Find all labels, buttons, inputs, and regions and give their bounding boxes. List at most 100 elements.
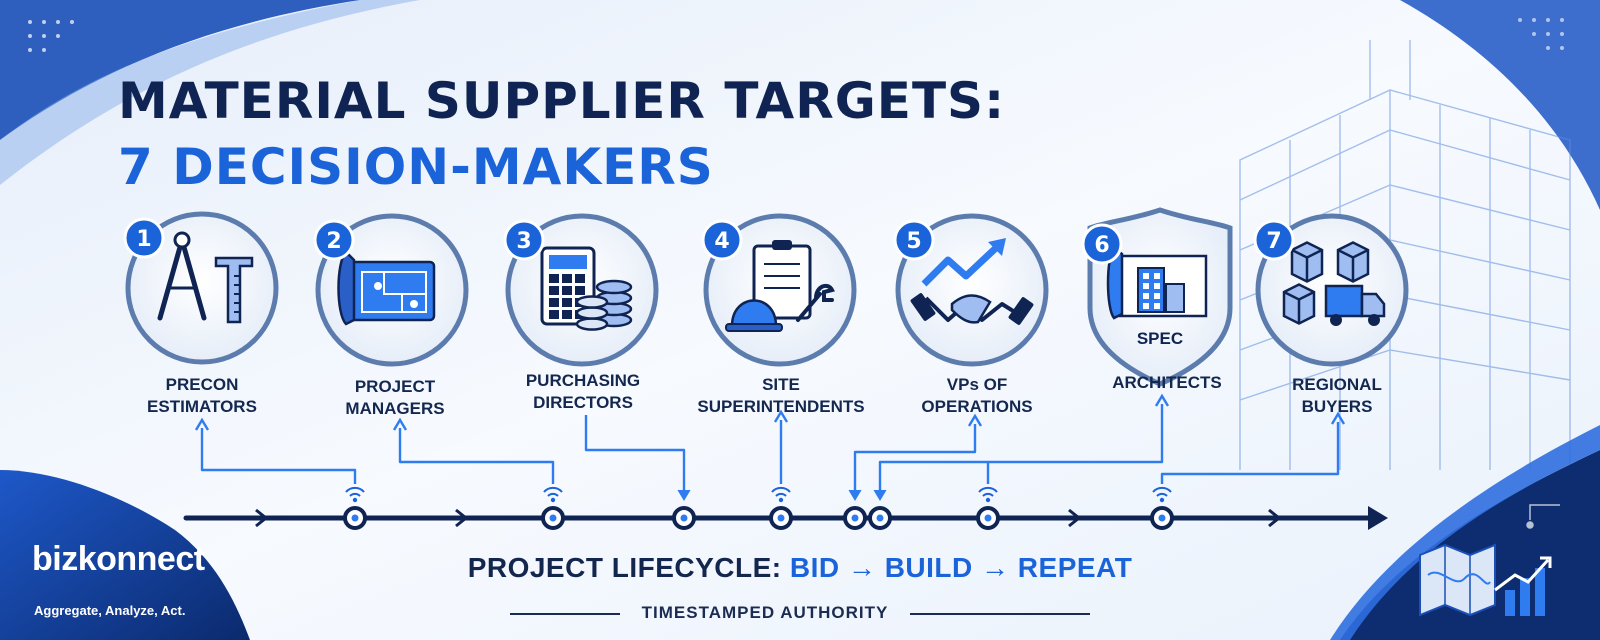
arrowhead-up-icon (773, 409, 789, 423)
calculator-coins-icon (540, 246, 633, 331)
number-badge-text: 5 (906, 229, 921, 254)
role-connectors (194, 393, 1346, 501)
arrowhead-up-icon (1330, 411, 1346, 425)
number-badge (1081, 223, 1123, 265)
lifecycle-arrow: → (981, 552, 1010, 583)
role-label-line: SITE (762, 375, 800, 394)
arrowhead-down-icon (677, 489, 691, 501)
role-label-line: OPERATIONS (921, 397, 1033, 416)
role-label-line: ARCHITECTS (1112, 373, 1222, 392)
lifecycle-arrow: → (847, 552, 877, 583)
divider (509, 612, 620, 615)
number-badge (123, 217, 165, 259)
role-label-line: BUYERS (1301, 397, 1373, 416)
role-label-line: MANAGERS (345, 399, 445, 418)
timeline-node-core (876, 514, 884, 522)
role-label-line: VPs OF (946, 375, 1008, 394)
number-badge-text: 7 (1266, 229, 1281, 254)
connector-line (853, 424, 977, 498)
chevron-right-icon (455, 508, 469, 528)
number-badge-text: 1 (136, 227, 151, 252)
role-node: 2 (313, 213, 469, 367)
title-line-2: 7 DECISION-MAKERS (118, 138, 714, 196)
boxes-truck-icon (1282, 241, 1386, 326)
chevron-right-icon (1068, 508, 1082, 528)
stamp-text: TIMESTAMPED AUTHORITY (641, 603, 889, 622)
timeline-node-core (1158, 514, 1166, 522)
role-node: 3 (503, 213, 659, 367)
timeline-node-core (777, 514, 785, 522)
arrowhead-up-icon (194, 417, 210, 431)
role-label-precon-estimators: PRECON ESTIMATORS (97, 374, 307, 418)
lifecycle-stage-bid: BID (789, 552, 840, 583)
arrowhead-up-icon (1154, 393, 1170, 407)
connector-line (398, 428, 555, 484)
role-label-line: ESTIMATORS (147, 397, 257, 416)
role-label-line: PURCHASING (525, 371, 641, 390)
signal-icon (771, 486, 791, 503)
timeline-node-core (984, 514, 992, 522)
connector-line (200, 428, 357, 484)
timestamped-authority-caption: TIMESTAMPED AUTHORITY (0, 603, 1600, 623)
number-badge-text: 2 (326, 229, 341, 254)
chevron-right-icon (1268, 508, 1282, 528)
signal-icon (978, 486, 998, 503)
role-label-line: REGIONAL (1292, 375, 1382, 394)
lifecycle-stage-build: BUILD (884, 552, 973, 583)
compass-ruler-icon (157, 231, 254, 324)
chevron-right-icon (255, 508, 269, 528)
number-badge-text: 4 (714, 229, 729, 254)
role-label-architects: ARCHITECTS (1062, 372, 1272, 394)
number-badge (503, 219, 545, 261)
project-lifecycle-timeline (183, 486, 1388, 530)
handshake-growth-icon (910, 238, 1034, 325)
decorative-circuit-lines (1526, 504, 1560, 529)
brand-tagline: Aggregate, Analyze, Act. (34, 603, 186, 618)
timeline-node-core (351, 514, 359, 522)
divider (910, 612, 1091, 615)
connector-line (584, 415, 686, 498)
role-circle (125, 211, 279, 365)
number-badge (701, 219, 743, 261)
brand-panel (0, 470, 250, 640)
top-right-swoosh (1400, 0, 1600, 210)
number-badge (313, 219, 355, 261)
building-wireframe-illustration (1239, 40, 1571, 470)
timeline-node-core (549, 514, 557, 522)
role-label-line: DIRECTORS (533, 393, 633, 412)
lifecycle-stage-repeat: REPEAT (1017, 552, 1133, 583)
timeline-arrowhead (1368, 506, 1388, 530)
role-label-project-managers: PROJECT MANAGERS (290, 376, 500, 420)
signal-icon (1152, 486, 1172, 503)
arrowhead-down-icon (848, 489, 862, 501)
role-label-vps-of-operations: VPs OF OPERATIONS (872, 374, 1082, 418)
arrowhead-up-icon (967, 413, 983, 427)
number-badge-text: 3 (516, 229, 531, 254)
brand-logo: bizkonnect (32, 540, 205, 578)
timeline-node-core (851, 514, 859, 522)
role-node: 5 (893, 213, 1049, 367)
role-node: 4 (701, 213, 857, 367)
signal-icon (345, 486, 365, 503)
top-left-swoosh (0, 0, 420, 185)
role-label-line: SUPERINTENDENTS (697, 397, 865, 416)
spec-shield-icon: SPEC (1106, 246, 1208, 348)
lifecycle-caption: PROJECT LIFECYCLE: BID → BUILD → REPEAT (0, 552, 1600, 584)
spec-label: SPEC (1137, 329, 1183, 348)
hardhat-clipboard-icon (725, 240, 835, 332)
arrowhead-up-icon (392, 417, 408, 431)
timeline-node-core (680, 514, 688, 522)
role-node: 1 (123, 211, 279, 365)
role-label-line: PROJECT (354, 377, 436, 396)
role-label-regional-buyers: REGIONAL BUYERS (1232, 374, 1442, 418)
role-label-line: PRECON (165, 375, 239, 394)
title-line-1: MATERIAL SUPPLIER TARGETS: (118, 72, 1006, 130)
connector-line (1160, 422, 1340, 484)
lifecycle-prefix: PROJECT LIFECYCLE: (467, 552, 782, 583)
role-node: 7 (1253, 213, 1409, 367)
role-label-site-superintendents: SITE SUPERINTENDENTS (676, 374, 886, 418)
number-badge (893, 219, 935, 261)
